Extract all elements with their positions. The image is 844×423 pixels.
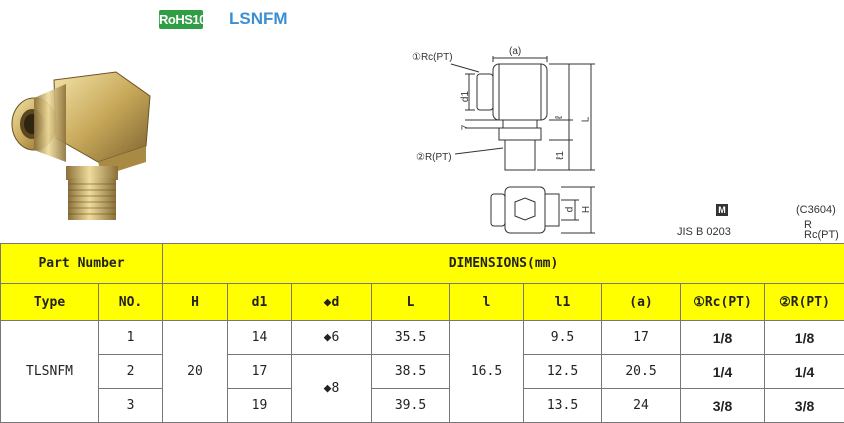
cell-l1: 9.5 <box>523 320 602 355</box>
cell-d1: 14 <box>227 320 292 355</box>
cell-d1: 19 <box>227 388 292 423</box>
dimension-table: Part Number DIMENSIONS(mm) Type NO. H d1… <box>0 243 844 423</box>
cell-no: 3 <box>98 388 163 423</box>
cell-a: 20.5 <box>601 354 681 389</box>
thread-note-r: R <box>804 219 812 231</box>
dim-a-label: (a) <box>509 46 522 57</box>
cell-a: 17 <box>601 320 681 355</box>
cell-L: 35.5 <box>371 320 450 355</box>
col-a: (a) <box>601 283 681 321</box>
col-r: ②R(PT) <box>763 283 844 321</box>
thread-note-rc: Rc(PT) <box>804 229 839 241</box>
port1-label: ①Rc(PT) <box>412 52 453 63</box>
cell-no: 1 <box>98 320 163 355</box>
col-h: H <box>162 283 228 321</box>
dim-7-label: 7 <box>460 124 472 131</box>
cell-r: 1/4 <box>763 354 844 389</box>
cell-no: 2 <box>98 354 163 389</box>
port2-label: ②R(PT) <box>416 152 452 163</box>
cell-d: ◆8 <box>291 354 372 423</box>
jis-standard: JIS B 0203 <box>677 226 731 238</box>
dim-l-label: ℓ <box>554 115 566 120</box>
cell-rc: 3/8 <box>680 388 765 423</box>
thread-note: R Rc(PT) <box>804 219 839 241</box>
cell-rc: 1/4 <box>680 354 765 389</box>
header-part-number: Part Number <box>0 243 163 284</box>
technical-drawing <box>450 56 595 234</box>
material-icon: M <box>716 204 728 216</box>
rohs-badge: RoHS10 <box>159 10 206 29</box>
table-row: 2 17 ◆8 38.5 12.5 20.5 1/4 1/4 <box>1 354 844 423</box>
dim-d-label: d <box>564 206 576 213</box>
dim-l1-label: ℓ1 <box>554 151 566 160</box>
product-photo <box>11 71 151 220</box>
dim-H-label: H <box>581 205 593 214</box>
cell-l1: 12.5 <box>523 354 602 389</box>
cell-r: 1/8 <box>763 320 844 355</box>
col-type: Type <box>0 283 99 321</box>
product-title: LSNFM <box>229 9 288 28</box>
header-dimensions: DIMENSIONS(mm) <box>161 243 844 284</box>
dim-d1-label: d1 <box>460 90 472 103</box>
cell-d: ◆6 <box>291 320 372 355</box>
table-row: 3 19 39.5 13.5 24 3/8 3/8 <box>1 388 844 423</box>
cell-d1: 17 <box>227 354 292 389</box>
cell-L: 38.5 <box>371 354 450 389</box>
cell-l1: 13.5 <box>523 388 602 423</box>
col-rc: ①Rc(PT) <box>680 283 765 321</box>
cell-L: 39.5 <box>371 388 450 423</box>
cell-l: 16.5 <box>449 320 524 423</box>
dim-L-label: L <box>580 116 592 123</box>
col-no: NO. <box>98 283 163 321</box>
col-d1: d1 <box>227 283 292 321</box>
col-d: ◆d <box>291 283 372 321</box>
col-L: L <box>371 283 450 321</box>
table-row: TLSNFM 1 20 14 ◆6 35.5 16.5 9.5 17 1/8 1… <box>0 320 844 423</box>
cell-rc: 1/8 <box>680 320 765 355</box>
cell-h: 20 <box>162 320 228 423</box>
material-code: (C3604) <box>796 204 836 216</box>
cell-type: TLSNFM <box>0 320 99 423</box>
cell-r: 3/8 <box>763 388 844 423</box>
col-l1: l1 <box>523 283 602 321</box>
col-l: l <box>449 283 524 321</box>
cell-a: 24 <box>601 388 681 423</box>
